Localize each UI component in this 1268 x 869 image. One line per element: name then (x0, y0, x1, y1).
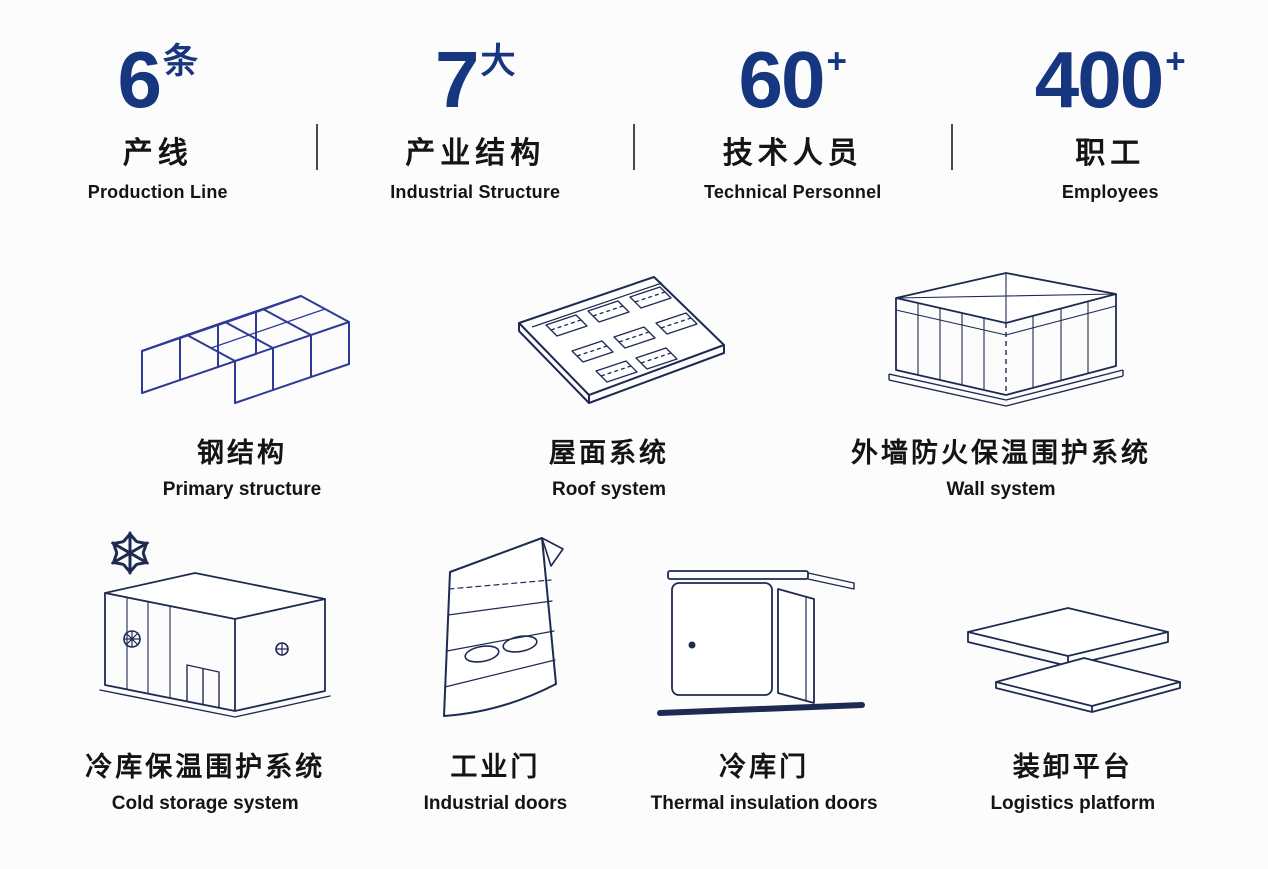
stat-number: 7 (434, 35, 479, 124)
stats-row: 6 条 产线 Production Line 7 大 产业结构 Industri… (0, 35, 1268, 203)
steel-structure-illustration (117, 231, 367, 413)
product-steel-structure: 钢结构 Primary structure (117, 231, 367, 501)
product-caption: 冷库保温围护系统 Cold storage system (85, 727, 325, 815)
product-industrial-doors: 工业门 Industrial doors (410, 527, 580, 815)
product-logistics-platform: 装卸平台 Logistics platform (948, 527, 1198, 815)
product-label-zh: 工业门 (450, 752, 541, 782)
stat-label-en: Technical Personnel (703, 182, 882, 202)
product-caption: 冷库门 Thermal insulation doors (651, 727, 878, 815)
insulation-door-icon (657, 570, 866, 716)
product-label-zh: 冷库保温围护系统 (85, 752, 326, 782)
stat-suffix: 大 (480, 42, 516, 81)
cold-storage-icon (99, 531, 331, 718)
product-caption: 外墙防火保温围护系统 Wall system (851, 413, 1151, 501)
stat-number: 400 (1034, 35, 1164, 124)
stat-label-en: Employees (1061, 182, 1159, 202)
dock-leveler-illustration (948, 527, 1198, 727)
stats-divider (950, 124, 953, 170)
stat-label-zh: 产线 (122, 137, 193, 170)
stat-number-line: 400 + (1034, 35, 1186, 124)
products-row-2: 冷库保温围护系统 Cold storage system (0, 527, 1268, 815)
products-row-1: 钢结构 Primary structure (0, 231, 1268, 501)
stat-number-line: 6 条 (117, 35, 198, 124)
product-caption: 钢结构 Primary structure (163, 413, 321, 501)
roof-system-illustration (484, 231, 734, 413)
stat-label-en: Industrial Structure (390, 182, 561, 202)
stat-production-line: 6 条 产线 Production Line (63, 35, 253, 203)
product-label-en: Logistics platform (990, 793, 1156, 814)
stat-number-line: 60 + (738, 35, 847, 124)
stat-suffix: 条 (162, 42, 198, 81)
cold-storage-illustration (70, 527, 340, 727)
steel-structure-icon (141, 295, 350, 404)
stats-divider (315, 124, 318, 170)
stat-number: 60 (738, 35, 826, 124)
product-label-zh: 冷库门 (719, 752, 810, 782)
product-label-en: Industrial doors (423, 793, 568, 814)
product-label-zh: 屋面系统 (549, 438, 669, 468)
product-caption: 工业门 Industrial doors (424, 727, 568, 815)
stat-label-zh: 职工 (1075, 137, 1146, 170)
product-label-zh: 钢结构 (197, 438, 287, 468)
insulation-door-illustration (654, 527, 874, 727)
stat-suffix: + (826, 42, 847, 81)
product-label-en: Wall system (946, 479, 1056, 500)
product-label-en: Roof system (551, 479, 667, 500)
product-label-en: Primary structure (162, 479, 322, 500)
product-roof-system: 屋面系统 Roof system (484, 231, 734, 501)
stat-employees: 400 + 职工 Employees (1015, 35, 1205, 203)
product-label-en: Thermal insulation doors (650, 793, 878, 814)
stats-divider (633, 124, 635, 170)
product-caption: 装卸平台 Logistics platform (990, 727, 1155, 815)
stat-technical-personnel: 60 + 技术人员 Technical Personnel (698, 35, 888, 203)
stat-number-line: 7 大 (434, 35, 516, 124)
stat-suffix: + (1165, 42, 1186, 81)
product-thermal-insulation-doors: 冷库门 Thermal insulation doors (651, 527, 878, 815)
dock-leveler-icon (966, 607, 1181, 713)
wall-system-icon (888, 272, 1124, 407)
product-label-en: Cold storage system (111, 793, 299, 814)
stat-label-en: Production Line (87, 182, 228, 202)
stat-number: 6 (117, 35, 161, 124)
wall-system-illustration (871, 231, 1131, 413)
product-wall-system: 外墙防火保温围护系统 Wall system (851, 231, 1151, 501)
product-label-zh: 外墙防火保温围护系统 (851, 438, 1151, 468)
product-cold-storage-system: 冷库保温围护系统 Cold storage system (70, 527, 340, 815)
stat-label-zh: 技术人员 (722, 137, 863, 170)
stat-industrial-structure: 7 大 产业结构 Industrial Structure (380, 35, 570, 203)
industrial-door-icon (443, 537, 565, 717)
roof-system-icon (518, 276, 725, 404)
product-label-zh: 装卸平台 (1012, 752, 1133, 782)
industrial-door-illustration (410, 527, 580, 727)
stat-label-zh: 产业结构 (405, 137, 546, 170)
product-caption: 屋面系统 Roof system (549, 413, 669, 501)
